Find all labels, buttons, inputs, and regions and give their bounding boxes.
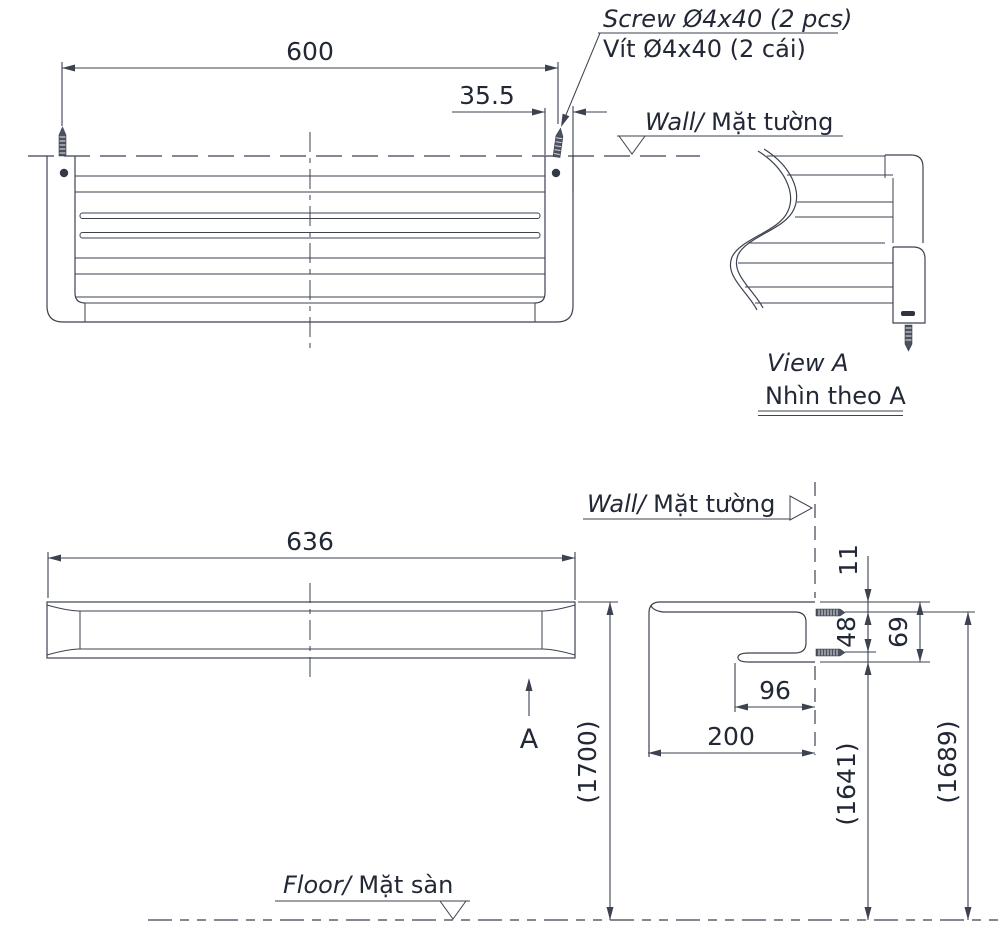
dim-35-5-label: 35.5 [459,81,515,110]
section-arrow: A [520,678,539,755]
view-a: View A Nhìn theo A [729,148,926,416]
screw-icon [815,608,846,617]
screw-icon [815,648,846,657]
dim-1700-label: (1700) [573,720,602,803]
dim-96-label: 96 [759,676,791,705]
screw-note: Screw Ø4x40 (2 pcs) Vít Ø4x40 (2 cái) [561,5,852,127]
dimension-96: 96 [735,676,815,711]
side-view [648,482,846,757]
dimension-1700: (1700) [573,602,614,920]
dimension-600: 600 [61,37,559,126]
wall-datum-icon [789,495,814,521]
wall-label: Wall/ Mặt tường [645,108,833,136]
screw-hole-icon [551,168,561,178]
screw-icon [904,324,913,352]
dim-48-label: 48 [832,616,861,648]
dimension-11-48-1641: 11 48 (1641) [832,544,872,920]
screw-hole-icon [59,168,69,178]
section-arrow-label: A [520,724,539,755]
floor-datum-icon [439,900,467,920]
top-view [46,583,576,682]
screw-note-line1: Screw Ø4x40 (2 pcs) [603,5,852,33]
wall-label: Wall/ Mặt tường [587,490,775,518]
dim-11-label: 11 [834,544,863,576]
screw-icon [58,126,67,157]
view-a-subtitle: Nhìn theo A [765,382,906,410]
dimension-1689: (1689) [933,612,972,920]
dimension-200: 200 [648,722,815,757]
view-a-title: View A [767,349,849,377]
floor: Floor/ Mặt sàn [148,871,1000,921]
dim-1641-label: (1641) [832,742,861,825]
front-view [46,126,574,350]
dimension-636: 636 [47,527,576,600]
dim-1689-label: (1689) [933,720,962,803]
wall-label-bottom: Wall/ Mặt tường [583,490,814,521]
wall-datum-icon [618,135,646,155]
screw-note-line2: Vít Ø4x40 (2 cái) [603,35,806,63]
dimension-35-5: 35.5 [452,81,607,193]
mount-slot-icon [901,311,915,316]
dim-600-label: 600 [286,37,334,66]
extension-lines-right [578,601,975,712]
dim-200-label: 200 [707,722,755,751]
floor-label: Floor/ Mặt sàn [283,871,453,899]
dimension-69: 69 [884,602,924,662]
wall-label-top: Wall/ Mặt tường [617,108,843,155]
screw-icon [552,127,564,158]
dim-636-label: 636 [286,527,334,556]
dim-69-label: 69 [884,616,913,648]
